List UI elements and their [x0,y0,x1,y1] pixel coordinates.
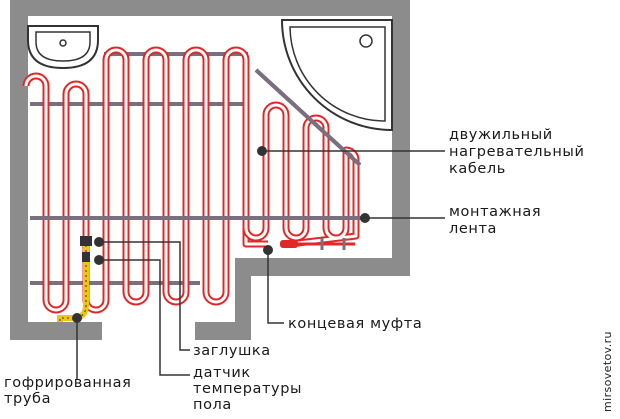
marker-tape [360,213,370,223]
label-sensor-line2: температуры [193,381,302,397]
marker-pipe [72,313,82,323]
leader-sensor [99,259,190,376]
label-sensor-line3: пола [193,397,232,413]
cable-right-inner [244,103,358,246]
label-tape-line2: лента [449,221,497,237]
wall-right [392,0,410,276]
temperature-sensor-icon [82,252,90,262]
wall-bottom-right [195,322,251,340]
label-plug: заглушка [193,343,271,359]
wall-step-vertical [235,258,251,340]
end-coupling-icon [280,238,355,250]
marker-sensor [94,255,104,265]
label-pipe-line2: труба [4,391,51,407]
watermark: mirsovetov.ru [601,331,614,412]
cable-inner [24,48,268,312]
mounting-tape-overlay [30,68,365,220]
label-sensor-line1: датчик [193,365,251,381]
marker-cable [257,146,267,156]
leader-plug [99,241,190,351]
marker-dots [72,146,370,323]
wall-top [10,0,410,16]
label-tape-line1: монтажная [449,204,541,220]
label-cable-line2: нагревательный [449,144,584,160]
sink-icon [27,25,99,70]
shower-tray-icon [280,19,393,132]
label-cable-line3: кабель [449,161,506,177]
marker-plug [94,237,104,247]
leader-end-coupling [267,250,284,324]
wall-bottom-left [10,322,102,340]
label-pipe-line1: гофрированная [4,375,131,391]
cable-right-outer [242,101,360,248]
label-end-coupling: концевая муфта [288,316,422,332]
leader-lines [76,150,445,380]
label-cable-line1: двужильный [449,127,553,143]
marker-end-coupling [263,245,273,255]
wall-left [10,0,28,340]
heating-cable [22,46,360,314]
pipe-plug-icon [80,236,92,246]
wall-step-horizontal [235,258,410,276]
